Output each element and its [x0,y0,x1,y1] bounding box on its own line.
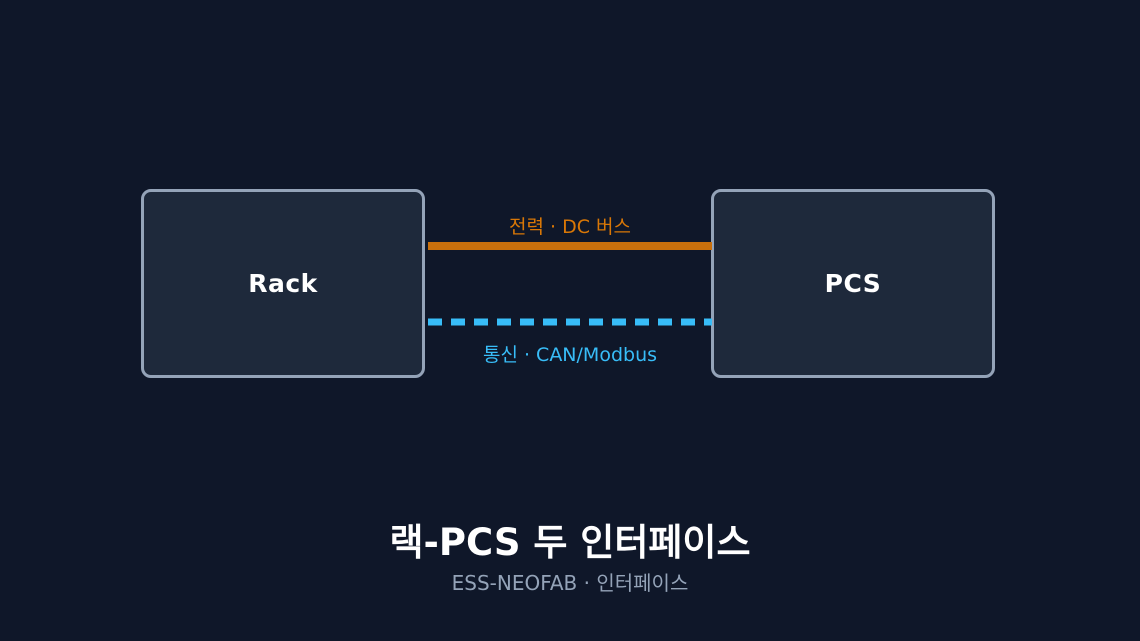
rack-node: Rack [141,189,425,378]
pcs-node: PCS [711,189,995,378]
power-link-line [428,242,712,250]
comm-link-line [428,318,712,326]
pcs-node-label: PCS [824,269,882,298]
diagram-subtitle: ESS-NEOFAB · 인터페이스 [451,571,689,595]
power-link-label: 전력 · DC 버스 [509,216,631,238]
diagram-title: 랙-PCS 두 인터페이스 [389,521,751,564]
comm-link-label: 통신 · CAN/Modbus [482,344,658,366]
rack-node-label: Rack [248,269,318,298]
